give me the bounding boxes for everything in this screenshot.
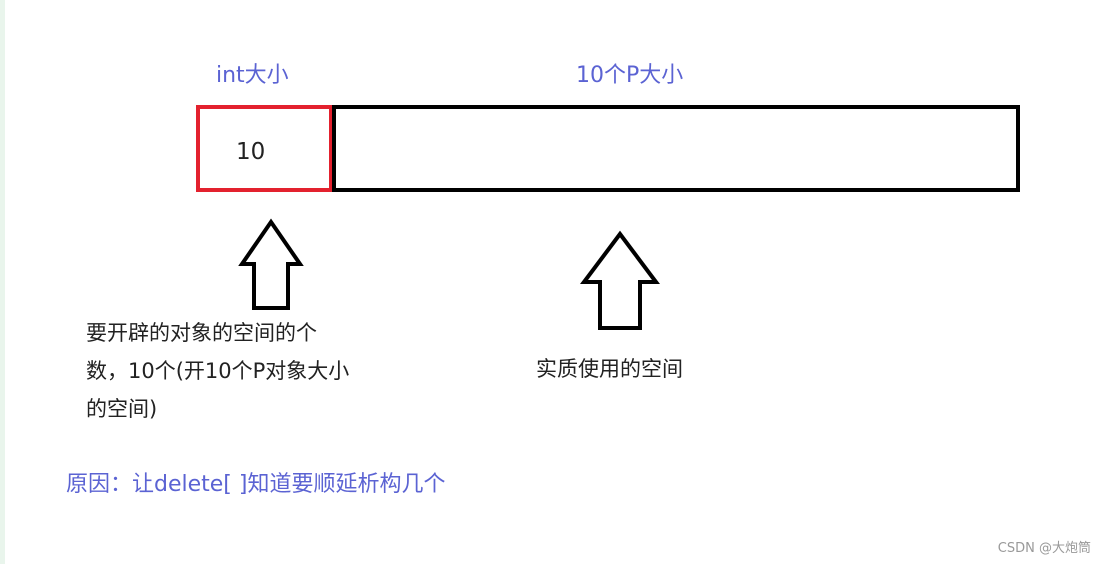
objects-space-box <box>332 105 1020 192</box>
int-box-value: 10 <box>236 139 266 165</box>
int-size-box <box>196 105 333 192</box>
up-arrow-icon <box>238 218 304 310</box>
count-description-line: 要开辟的对象的空间的个 <box>86 321 317 345</box>
up-arrow-icon <box>580 230 660 330</box>
used-space-description: 实质使用的空间 <box>536 357 683 381</box>
int-size-label: int大小 <box>216 63 289 88</box>
left-margin-strip <box>0 0 5 564</box>
p-size-label: 10个P大小 <box>576 63 684 88</box>
count-description-line: 的空间) <box>86 397 158 421</box>
count-description: 要开辟的对象的空间的个 数，10个(开10个P对象大小 的空间) <box>86 314 406 428</box>
watermark: CSDN @大炮筒 <box>997 541 1091 556</box>
count-description-line: 数，10个(开10个P对象大小 <box>86 359 350 383</box>
reason-note: 原因：让delete[ ]知道要顺延析构几个 <box>66 472 446 497</box>
